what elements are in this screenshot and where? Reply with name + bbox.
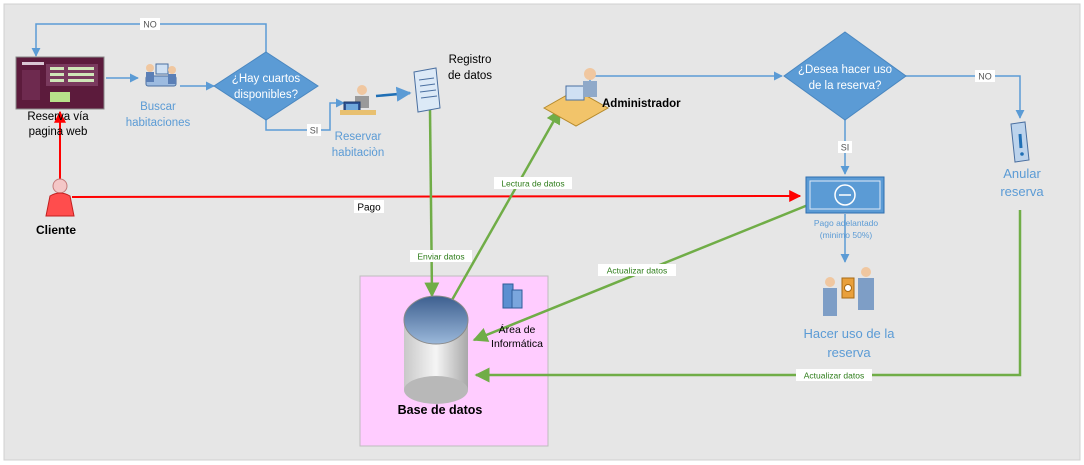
hacer-uso-icon: [823, 267, 874, 316]
edge-enviar: [424, 109, 440, 298]
pago-adelantado-label: Pago adelantado(minimo 50%): [814, 218, 879, 240]
edge-label-actualizar1: Actualizar datos: [598, 264, 676, 276]
edge-label-si2: SI: [838, 141, 852, 153]
bd-label: Base de datos: [398, 403, 483, 417]
svg-text:Pago: Pago: [357, 203, 381, 214]
edge-lectura: [450, 108, 562, 301]
pago-adelantado-box: [805, 176, 885, 214]
buscar-habitaciones-icon: [145, 63, 177, 87]
edge-si1: [265, 98, 345, 131]
cliente-icon: [45, 178, 75, 217]
edge-label-enviar: Enviar datos: [410, 250, 472, 262]
base-de-datos-cylinder: [403, 295, 469, 404]
area-informatica-icon: [502, 283, 523, 309]
svg-text:SI: SI: [841, 143, 850, 153]
edge-actualizar2: [474, 210, 1022, 383]
edge-label-no2: NO: [975, 70, 995, 82]
svg-text:NO: NO: [143, 20, 157, 30]
administrador-icon: [542, 68, 610, 127]
anular-reserva-icon: [1010, 121, 1030, 163]
svg-text:Enviar datos: Enviar datos: [417, 252, 464, 262]
svg-text:Actualizar datos: Actualizar datos: [607, 266, 667, 276]
svg-text:SI: SI: [310, 126, 319, 136]
svg-text:NO: NO: [978, 72, 992, 82]
edge-no2: [904, 75, 1025, 119]
edge-reservar-registro: [375, 86, 412, 102]
admin-label: Administrador: [602, 98, 681, 110]
edge-label-lectura: Lectura de datos: [494, 177, 572, 189]
decision1-diamond: [213, 51, 319, 121]
cliente-label: Cliente: [36, 223, 76, 237]
edge-label-si1: SI: [307, 124, 321, 136]
svg-text:Actualizar datos: Actualizar datos: [804, 371, 864, 381]
svg-text:Lectura de datos: Lectura de datos: [501, 179, 564, 189]
edge-label-pago: Pago: [354, 200, 384, 214]
web-page-icon: [15, 56, 105, 110]
edge-label-actualizar2: Actualizar datos: [796, 369, 872, 381]
registro-document-icon: [413, 67, 441, 113]
decision2-diamond: [783, 31, 907, 121]
reservar-habitacion-icon: [340, 85, 376, 115]
edge-pago-red: [71, 190, 802, 203]
edge-label-no1: NO: [140, 18, 160, 30]
